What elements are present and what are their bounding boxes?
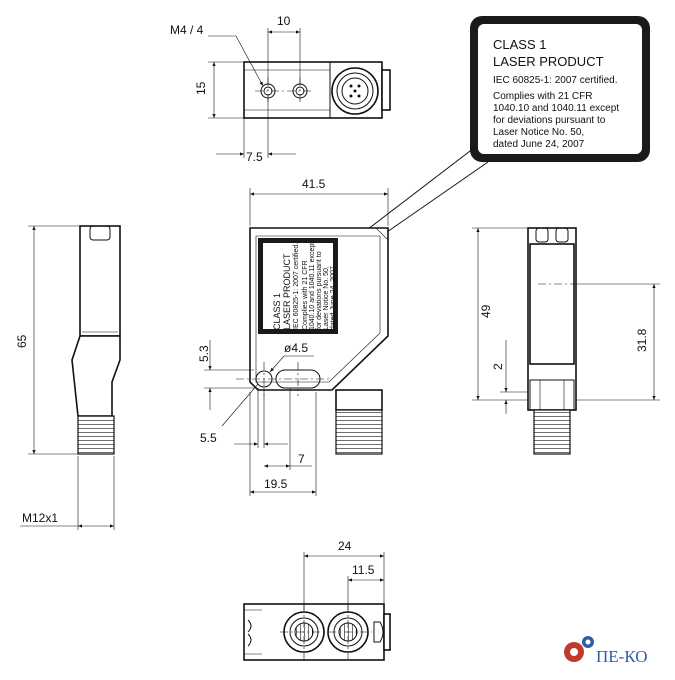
dim-5-3: 5.3 [197,345,211,362]
right-side-view: 49 2 31.8 [472,227,660,455]
gear-icon [564,636,594,662]
label-notice: Laser Notice No. 50, [493,127,584,138]
dim-2: 2 [491,363,505,370]
small-label-cfr: 1040.10 and 1040.11 except [309,242,316,330]
small-label-iec: IEC 60825-1: 2007 certified. [293,243,300,330]
dim-19-5: 19.5 [264,477,288,491]
front-view: CLASS 1 LASER PRODUCT IEC 60825-1: 2007 … [197,177,389,496]
dim-7-5: 7.5 [246,150,263,164]
label-cfr: 1040.10 and 1040.11 except [493,103,619,114]
left-side-view: 65 M12x1 [15,225,121,530]
company-logo: ПЕ-КО [564,636,648,666]
dim-65: 65 [15,334,29,348]
dim-49: 49 [479,304,493,318]
dim-10: 10 [277,14,291,28]
small-label-laser: LASER PRODUCT [282,253,292,330]
dim-24: 24 [338,539,352,553]
bottom-view: 24 11.5 [243,539,391,661]
small-label-notice: Laser Notice No. 50, [323,266,330,330]
label-date: dated June 24, 2007 [493,139,585,150]
dim-41-5: 41.5 [302,177,326,191]
logo-text: ПЕ-КО [596,647,648,666]
small-label-text: CLASS 1 LASER PRODUCT IEC 60825-1: 2007 … [272,242,337,330]
dim-m4: M4 / 4 [170,23,204,37]
small-label-date: dated June 24, 2007 [330,266,337,330]
label-laser-product: LASER PRODUCT [493,54,604,69]
dim-31-8: 31.8 [635,328,649,352]
dim-m12: M12x1 [22,511,58,525]
label-complies: Complies with 21 CFR [493,91,592,102]
top-view: M4 / 4 10 15 7.5 [170,14,391,164]
dim-7: 7 [298,452,305,466]
label-deviations: for deviations pursuant to [493,115,606,126]
dim-15: 15 [194,81,208,95]
small-label-complies: Complies with 21 CFR [302,260,309,330]
dim-5-5: 5.5 [200,431,217,445]
small-label-class: CLASS 1 [272,293,282,330]
laser-label-callout: CLASS 1 LASER PRODUCT IEC 60825-1: 2007 … [337,16,650,267]
label-class: CLASS 1 [493,37,546,52]
dim-dia-4-5: ø4.5 [284,341,308,355]
label-iec: IEC 60825-1: 2007 certified. [493,75,618,86]
small-label-deviations: for deviations pursuant to [316,251,323,330]
dim-11-5: 11.5 [352,563,375,577]
